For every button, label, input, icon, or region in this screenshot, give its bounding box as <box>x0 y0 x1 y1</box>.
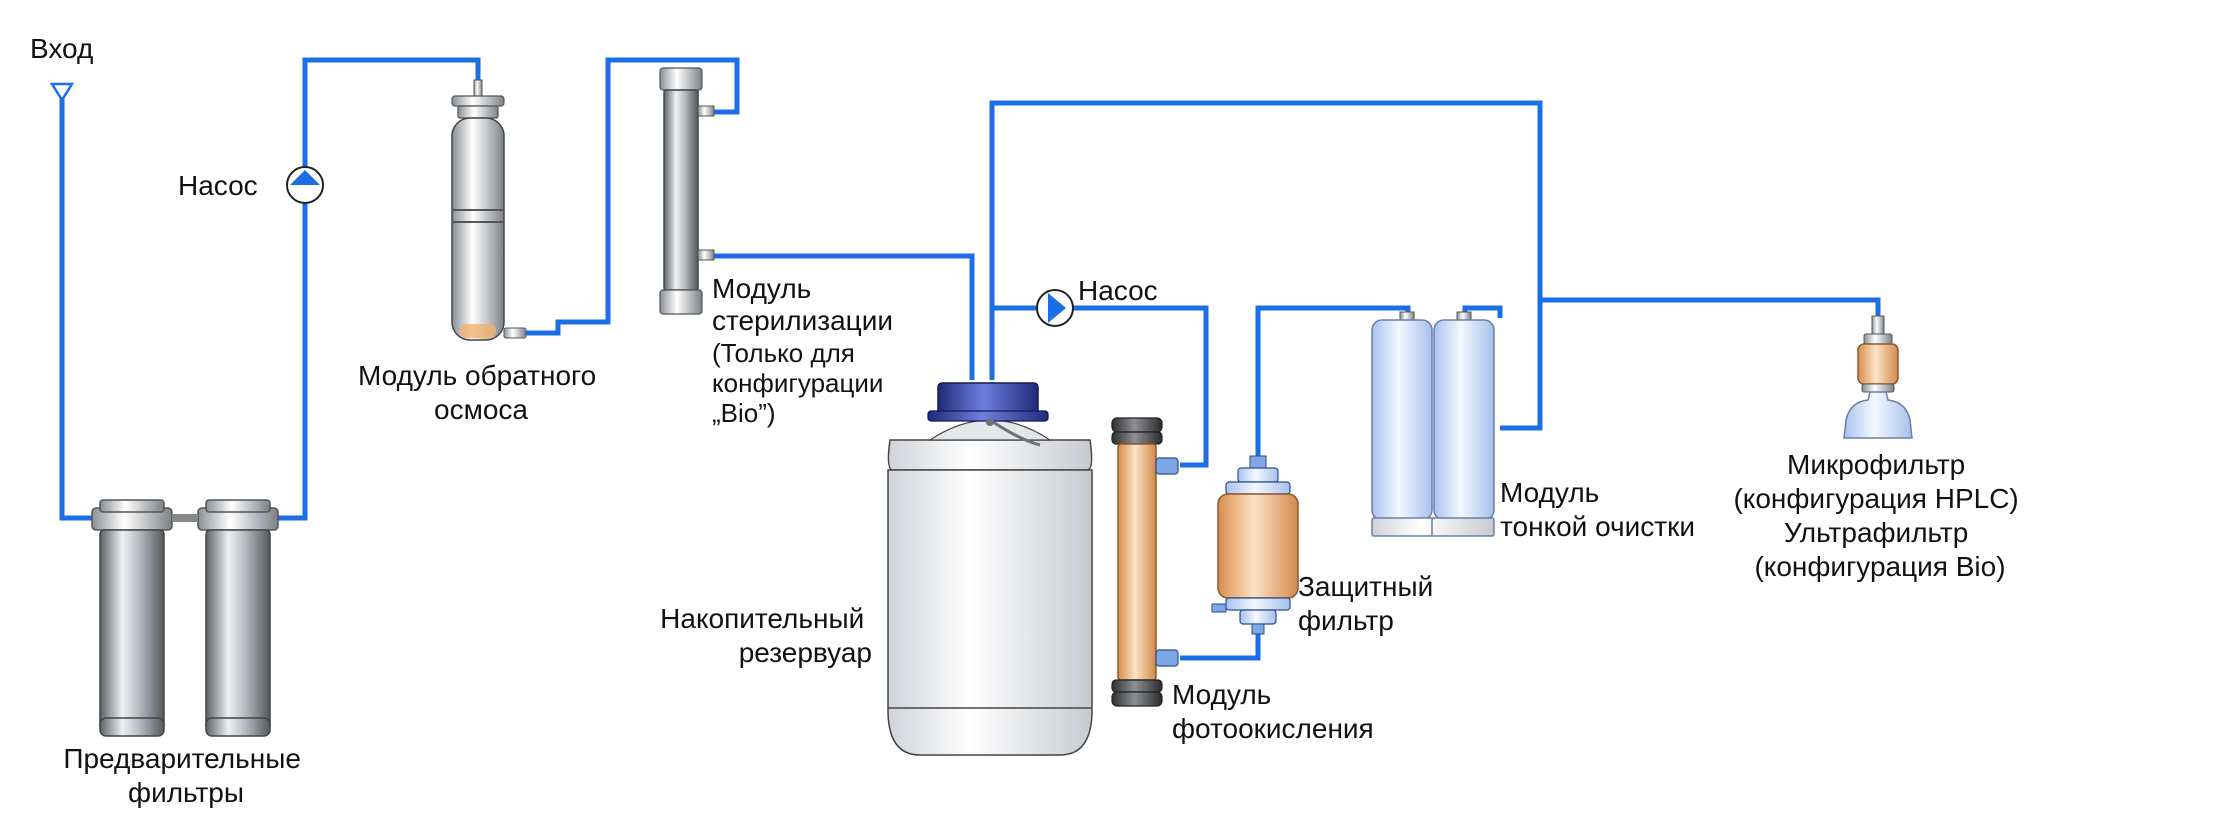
prefilter-2 <box>197 499 279 737</box>
guard-filter-label: Защитный фильтр <box>1298 571 1441 636</box>
pipe-ro-to-sterilizer <box>525 57 740 336</box>
guard-filter: Защитный фильтр <box>1211 455 1441 636</box>
pump-1: Насос <box>178 166 324 204</box>
photooxidation-module: Модуль фотоокисления <box>1111 417 1374 744</box>
final-filter-label: Микрофильтр (конфигурация HPLC) Ультрафи… <box>1733 449 2026 582</box>
prefilters: Предварительные фильтры <box>63 499 308 808</box>
sterilization-label: Модуль стерилизации <box>712 273 893 336</box>
pump-2-label: Насос <box>1078 275 1158 306</box>
inlet-arrow-icon <box>49 82 75 103</box>
ro-module: Модуль обратного осмоса <box>358 79 604 425</box>
final-filter: Микрофильтр (конфигурация HPLC) Ультрафи… <box>1733 315 2026 582</box>
pipe-pump2-to-photo <box>992 305 1209 468</box>
pipe-inlet-to-prefilter <box>59 88 100 521</box>
pump-2: Насос <box>1036 275 1158 327</box>
pipe-sterilizer-to-reservoir <box>712 253 975 380</box>
pipe-photo-to-guard <box>1180 626 1261 661</box>
prefilter-1 <box>91 499 173 737</box>
polishing-label: Модуль тонкой очистки <box>1500 477 1695 542</box>
pipe-recirculation <box>989 100 1543 431</box>
pipe-to-final-filter <box>1540 297 1881 318</box>
ro-module-label: Модуль обратного осмоса <box>358 360 604 425</box>
inlet: Вход <box>30 33 93 103</box>
reservoir-label: Накопительный резервуар <box>660 603 872 668</box>
sterilization-module: Модуль стерилизации (Только для конфигур… <box>659 67 893 428</box>
pipe-prefilter-to-pump <box>270 57 481 521</box>
inlet-label: Вход <box>30 33 93 64</box>
pump-1-label: Насос <box>178 170 258 201</box>
polishing-module: Модуль тонкой очистки <box>1371 311 1695 542</box>
sterilization-note: (Только для конфигурации „Bio”) <box>712 338 891 428</box>
prefilters-label: Предварительные фильтры <box>63 743 308 808</box>
reservoir: Накопительный резервуар <box>660 382 1093 756</box>
photooxidation-label: Модуль фотоокисления <box>1172 679 1374 744</box>
